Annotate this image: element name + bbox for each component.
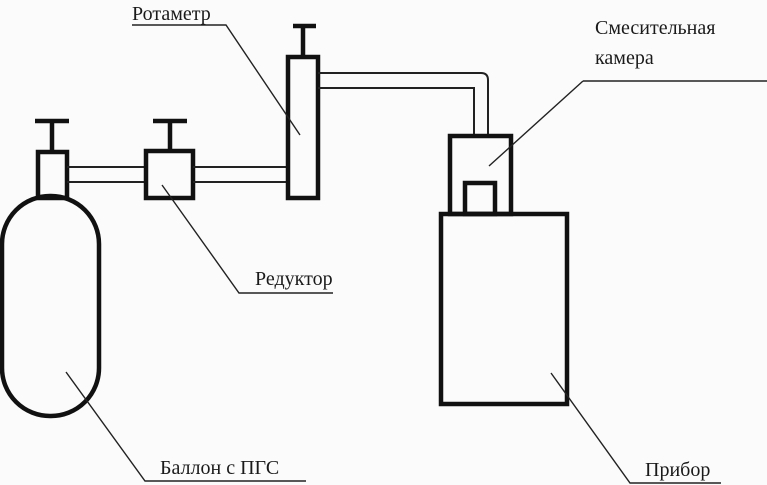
reducer-leader	[161, 184, 333, 294]
rotameter-label: Ротаметр	[132, 3, 211, 25]
pipe-rotameter-chamber	[318, 72, 489, 136]
rotameter-leader	[132, 24, 301, 136]
mixing-chamber-label-line1: Смесительная	[595, 17, 715, 39]
mixing-chamber	[447, 133, 514, 217]
mixing-chamber-inlet	[462, 180, 498, 217]
device	[438, 211, 570, 407]
cylinder-neck	[35, 149, 70, 201]
pipe-reducer-rotameter	[193, 166, 288, 183]
device-body	[438, 211, 570, 407]
device-leader	[550, 372, 721, 484]
mixing-chamber-leader	[488, 80, 584, 167]
reducer-label: Редуктор	[255, 268, 333, 290]
gas-cylinder	[0, 118, 102, 419]
rotameter-tube	[285, 54, 321, 201]
cylinder-body	[0, 193, 102, 419]
rotameter	[285, 23, 321, 201]
cylinder-label: Баллон с ПГС	[160, 457, 279, 479]
device-label: Прибор	[645, 459, 710, 481]
cylinder-leader	[65, 371, 306, 482]
mixing-chamber-body	[447, 133, 514, 217]
reducer	[143, 118, 196, 201]
mixing-chamber-label-line2: камера	[595, 47, 654, 69]
reducer-body	[143, 148, 196, 201]
pipe-cylinder-reducer	[67, 166, 146, 183]
